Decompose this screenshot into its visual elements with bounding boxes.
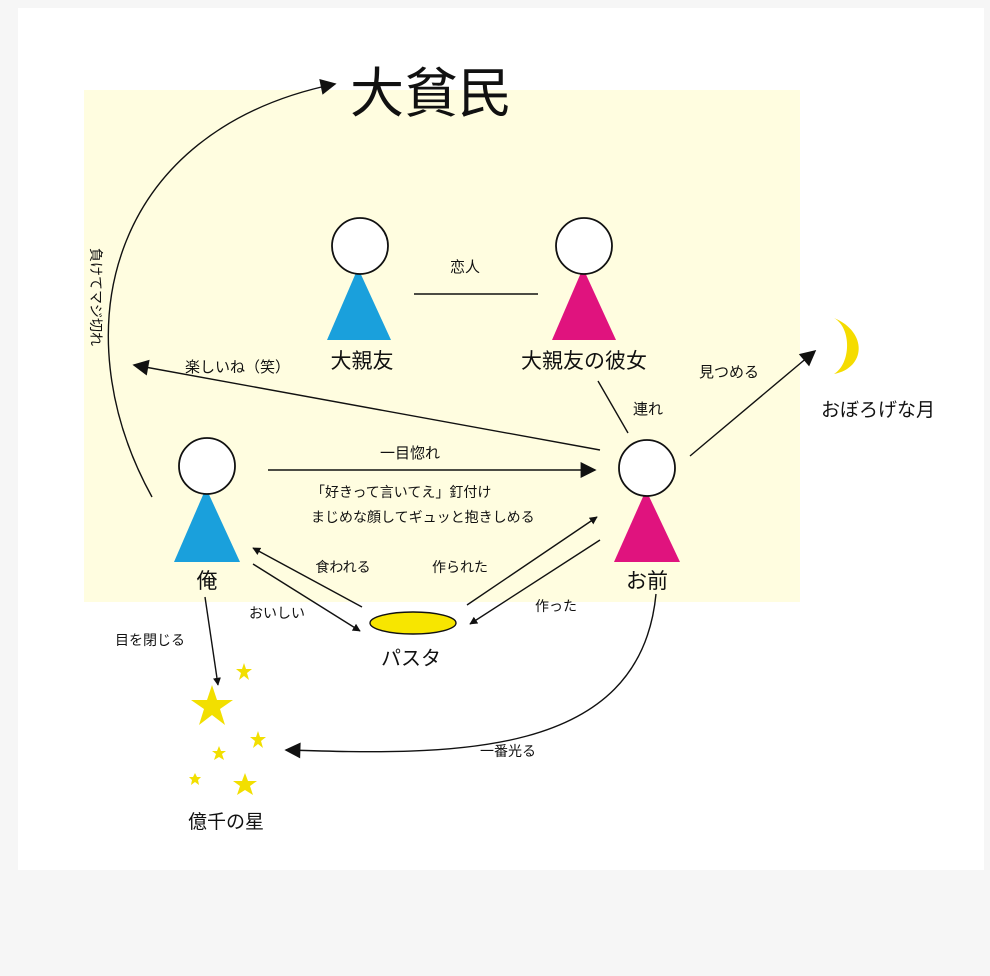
girlfriend-label: 大親友の彼女	[521, 349, 647, 373]
label-made-passive: 作られた	[432, 560, 488, 576]
pasta-plate	[369, 611, 457, 635]
label-brightest: 一番光る	[480, 744, 536, 760]
label-fun: 楽しいね（笑）	[185, 358, 290, 376]
moon-icon	[834, 318, 859, 374]
moon-label: おぼろげな月	[821, 399, 935, 421]
relation-labels: 恋人 連れ 見つめる 楽しいね（笑） 一目惚れ 「好きって言いてえ」釘付け まじ…	[87, 248, 759, 760]
arrow-brightest	[284, 593, 657, 759]
star-icon	[236, 663, 252, 680]
label-tasty: おいしい	[249, 606, 305, 622]
arrow-made	[469, 539, 601, 625]
label-gaze: 見つめる	[699, 363, 759, 381]
me-body	[174, 488, 240, 562]
moon: おぼろげな月	[821, 318, 935, 421]
label-confession-line2: まじめな顔してギュッと抱きしめる	[311, 510, 535, 526]
arrow-fun	[132, 359, 601, 451]
label-close-eyes: 目を閉じる	[115, 633, 185, 649]
star-icon	[233, 773, 257, 795]
person-you: お前	[614, 439, 680, 593]
label-love-at-first-sight: 一目惚れ	[380, 444, 440, 462]
me-label: 俺	[197, 569, 218, 593]
star-icon	[191, 685, 233, 725]
arrow-eaten	[252, 547, 363, 608]
label-eaten: 食われる	[315, 559, 370, 576]
star-icon	[250, 731, 266, 748]
line-with	[597, 380, 629, 434]
label-with: 連れ	[633, 400, 663, 418]
person-best-friends-girlfriend: 大親友の彼女	[521, 217, 647, 373]
arrow-gaze	[689, 349, 817, 457]
best-friend-head	[331, 217, 389, 275]
label-confession-line1: 「好きって言いてえ」釘付け	[311, 484, 491, 501]
arrow-lose	[107, 79, 337, 498]
girlfriend-head	[555, 217, 613, 275]
best-friend-body	[327, 268, 391, 340]
star-icon	[212, 746, 226, 760]
label-lose: 負けてマジ切れ	[87, 248, 103, 346]
label-lovers: 恋人	[450, 258, 480, 276]
person-me: 俺	[174, 437, 240, 593]
star-icon	[189, 773, 201, 785]
stars: 億千の星	[188, 663, 266, 833]
pasta: パスタ	[369, 611, 457, 670]
arrow-close-eyes	[204, 596, 221, 686]
pasta-label: パスタ	[381, 646, 441, 670]
diagram-title: 大貧民	[350, 62, 512, 125]
person-best-friend: 大親友	[327, 217, 394, 373]
best-friend-label: 大親友	[331, 349, 394, 373]
arrow-tasty	[252, 563, 361, 632]
you-head	[618, 439, 676, 497]
me-head	[178, 437, 236, 495]
you-body	[614, 490, 680, 562]
girlfriend-body	[552, 268, 616, 340]
you-label: お前	[626, 569, 668, 593]
label-made: 作った	[535, 599, 577, 615]
stars-label: 億千の星	[188, 811, 264, 833]
arrow-made-passive	[466, 516, 598, 606]
